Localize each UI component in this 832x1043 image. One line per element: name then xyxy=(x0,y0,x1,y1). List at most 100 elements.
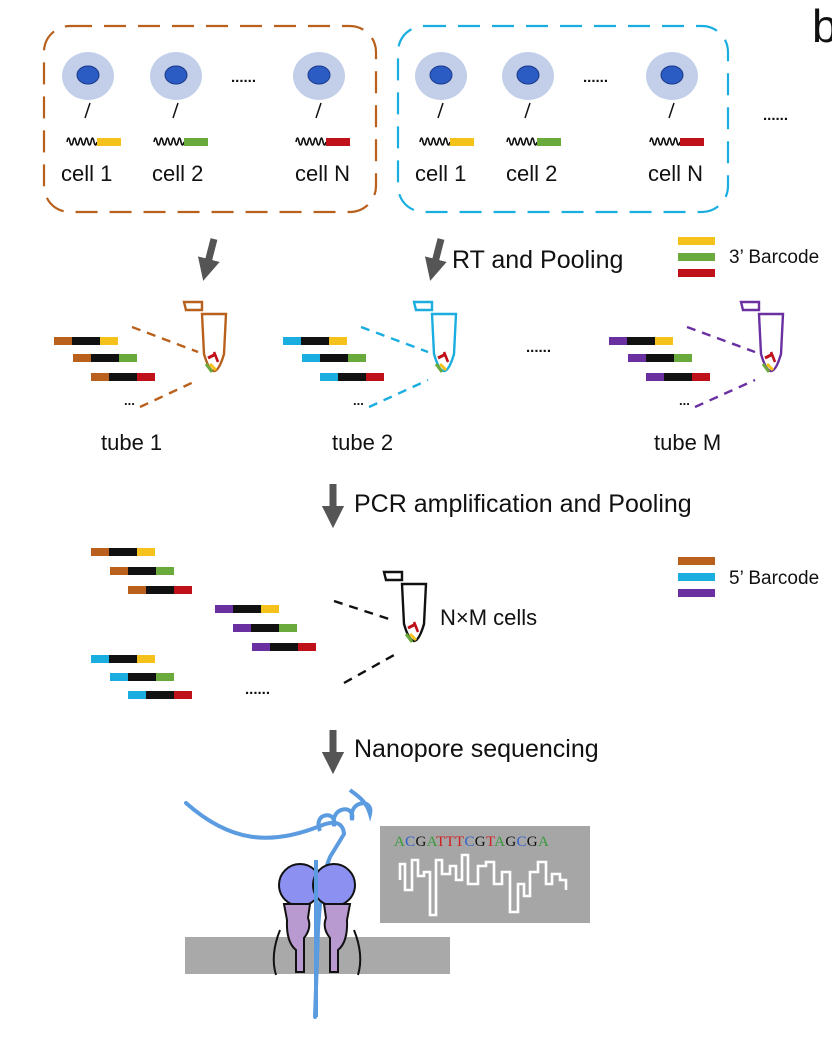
read-5-barcode xyxy=(91,655,109,663)
tube-content xyxy=(438,362,448,372)
cell-nucleus xyxy=(429,65,453,85)
read-insert xyxy=(338,373,366,381)
base-letter: T xyxy=(436,834,445,850)
tube-pointer xyxy=(139,378,199,409)
base-letter: C xyxy=(405,834,415,850)
tube-body xyxy=(430,312,458,373)
cell-nucleus xyxy=(516,65,540,85)
tube-cap xyxy=(739,300,761,312)
read-3-barcode xyxy=(329,337,347,345)
tube-row: ...tube 1...tube 2...tube M xyxy=(54,300,785,455)
read-5-barcode xyxy=(110,567,128,575)
cell-link xyxy=(315,102,322,119)
barcoded-read xyxy=(91,655,155,663)
rna-molecule xyxy=(295,137,327,146)
base-letter: C xyxy=(464,834,474,850)
barcoded-read xyxy=(128,691,192,699)
tube-content xyxy=(408,632,418,642)
read-5-barcode xyxy=(609,337,627,345)
read-insert xyxy=(109,373,137,381)
cell-label: cell N xyxy=(648,161,703,186)
pool-ellipsis: ...... xyxy=(245,681,270,698)
cell-barcode xyxy=(680,138,704,146)
read-5-barcode xyxy=(110,673,128,681)
read-insert xyxy=(320,354,348,362)
read-3-barcode xyxy=(366,373,384,381)
read-5-barcode xyxy=(128,691,146,699)
rna-molecule xyxy=(649,137,681,146)
read-5-barcode xyxy=(215,605,233,613)
pool-label: N×M cells xyxy=(440,605,537,630)
barcoded-read xyxy=(609,337,673,345)
legend-swatch-red xyxy=(678,269,715,277)
tube-group-1: ...tube 1 xyxy=(54,300,228,455)
legend-swatch-purple xyxy=(678,589,715,597)
tube-cap xyxy=(182,300,204,312)
tube-group-3: ...tube M xyxy=(609,300,785,455)
read-5-barcode xyxy=(91,373,109,381)
cell-barcode xyxy=(326,138,350,146)
panel-letter: b xyxy=(812,0,832,52)
tube-label: tube 1 xyxy=(101,430,162,455)
cell-link xyxy=(172,102,179,119)
signal-trace xyxy=(398,853,568,917)
read-5-barcode xyxy=(54,337,72,345)
read-insert xyxy=(109,548,137,556)
read-3-barcode xyxy=(137,548,155,556)
read-5-barcode xyxy=(302,354,320,362)
rna-molecule xyxy=(153,137,185,146)
tube-pointer xyxy=(360,325,429,354)
barcoded-read xyxy=(628,354,692,362)
legend-5-barcode-label: 5’ Barcode xyxy=(729,568,819,589)
read-insert xyxy=(128,673,156,681)
read-5-barcode xyxy=(646,373,664,381)
tube-body xyxy=(400,582,428,643)
read-3-barcode xyxy=(174,586,192,594)
tubes-ellipsis: ...... xyxy=(526,339,551,356)
cell-label: cell N xyxy=(295,161,350,186)
barcoded-read xyxy=(252,643,316,651)
cell-nucleus xyxy=(164,65,188,85)
tube-pointer xyxy=(694,378,756,409)
tube-content xyxy=(434,363,444,373)
tube-content xyxy=(412,621,420,633)
base-letter: A xyxy=(494,834,505,850)
tube-cap xyxy=(412,300,434,312)
pool-pointer xyxy=(343,653,395,685)
read-5-barcode xyxy=(320,373,338,381)
base-letter: G xyxy=(415,834,426,850)
barcoded-read xyxy=(283,337,347,345)
rna-molecule xyxy=(506,137,538,146)
cell-label: cell 2 xyxy=(506,161,557,186)
rna-molecule xyxy=(66,137,98,146)
read-3-barcode xyxy=(674,354,692,362)
read-3-barcode xyxy=(137,655,155,663)
tube-pointer xyxy=(131,325,199,354)
cell-label: cell 2 xyxy=(152,161,203,186)
base-letter: A xyxy=(538,834,549,850)
legend-3-barcode-label: 3’ Barcode xyxy=(729,247,819,268)
read-3-barcode xyxy=(174,691,192,699)
step-label-rt-pooling: RT and Pooling xyxy=(452,246,623,274)
dna-helix xyxy=(316,788,373,832)
tube-icon xyxy=(382,570,428,643)
tube-content xyxy=(761,363,771,373)
base-letter: T xyxy=(455,834,464,850)
tube-pointer xyxy=(368,378,429,409)
legend-swatch-yellow xyxy=(678,237,715,245)
barcoded-read xyxy=(73,354,137,362)
barcoded-read xyxy=(215,605,279,613)
read-3-barcode xyxy=(156,673,174,681)
cell-nucleus xyxy=(660,65,684,85)
cell-label: cell 1 xyxy=(415,161,466,186)
read-insert xyxy=(664,373,692,381)
tube-icon xyxy=(182,300,228,373)
dna-strand xyxy=(184,801,347,1019)
read-3-barcode xyxy=(692,373,710,381)
groups-ellipsis: ...... xyxy=(763,107,788,124)
base-letter: C xyxy=(516,834,526,850)
tube-content xyxy=(208,362,218,372)
step-arrow-1 xyxy=(197,238,447,281)
base-letter: A xyxy=(394,834,405,850)
